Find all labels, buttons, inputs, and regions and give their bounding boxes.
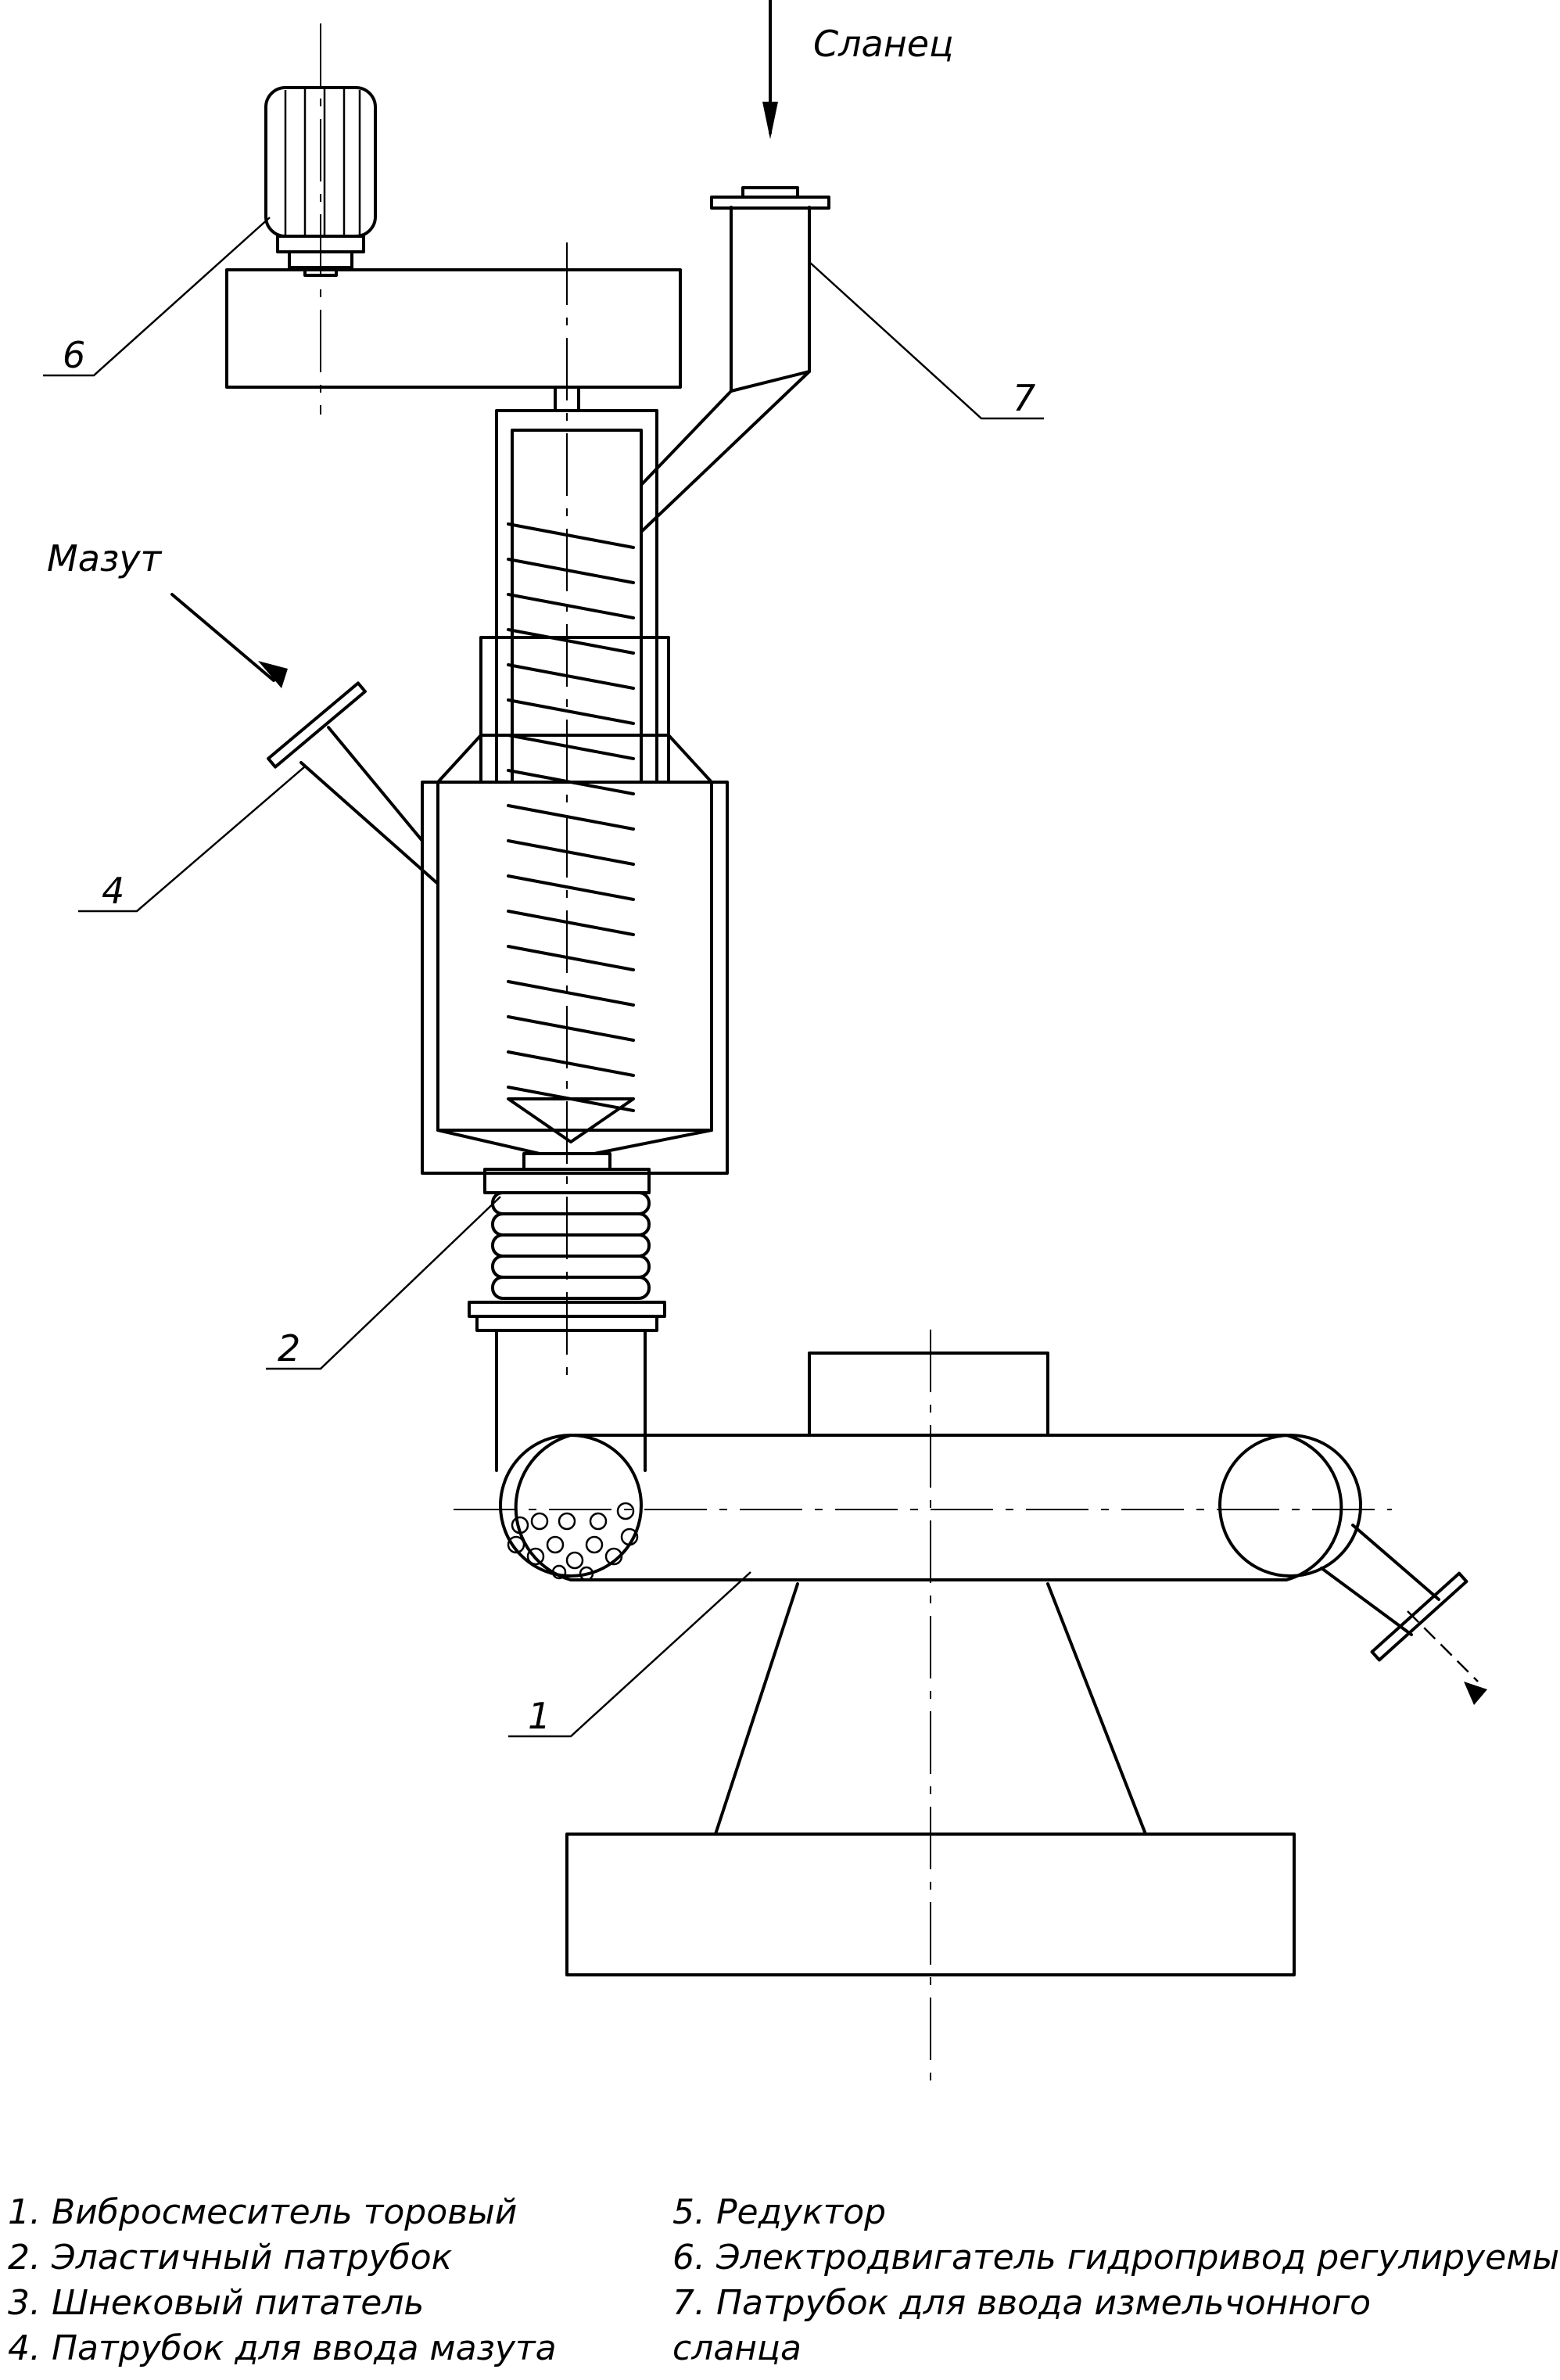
fuel-oil-inlet-pipe xyxy=(172,594,438,884)
legend-item-7-cont: сланца xyxy=(672,2326,1560,2371)
legend-item-1: 1. Вибросмеситель торовый xyxy=(8,2190,557,2235)
legend-item-7: 7. Патрубок для ввода измельчонного xyxy=(672,2281,1560,2326)
screw-flights xyxy=(508,524,633,1142)
legend-right: 5. Редуктор 6. Электродвигатель гидропри… xyxy=(672,2190,1560,2371)
callout-2: 2 xyxy=(278,1327,300,1369)
callout-4: 4 xyxy=(102,870,124,912)
legend-item-2: 2. Эластичный патрубок xyxy=(8,2235,557,2281)
screw-feeder-housing xyxy=(422,637,727,1173)
callout-6: 6 xyxy=(63,334,85,376)
shale-label: Сланец xyxy=(813,23,953,65)
reducer-housing xyxy=(227,270,680,387)
shale-inlet-pipe xyxy=(641,188,829,532)
toroidal-vibromixer xyxy=(454,1353,1392,1580)
mixer-outlet-pipe xyxy=(1322,1525,1487,1705)
legend-item-4: 4. Патрубок для ввода мазута xyxy=(8,2326,557,2371)
callout-1: 1 xyxy=(528,1695,550,1737)
shale-input-arrow xyxy=(762,0,778,139)
callout-leaders xyxy=(43,217,1044,1736)
legend-left: 1. Вибросмеситель торовый 2. Эластичный … xyxy=(8,2190,557,2371)
callout-7: 7 xyxy=(1013,377,1035,419)
legend-item-3: 3. Шнековый питатель xyxy=(8,2281,557,2326)
fuel-oil-label: Мазут xyxy=(47,537,163,580)
legend-item-6: 6. Электродвигатель гидропривод регулиру… xyxy=(672,2235,1560,2281)
vertical-connecting-pipe xyxy=(497,1330,645,1470)
legend-item-5: 5. Редуктор xyxy=(672,2190,1560,2235)
